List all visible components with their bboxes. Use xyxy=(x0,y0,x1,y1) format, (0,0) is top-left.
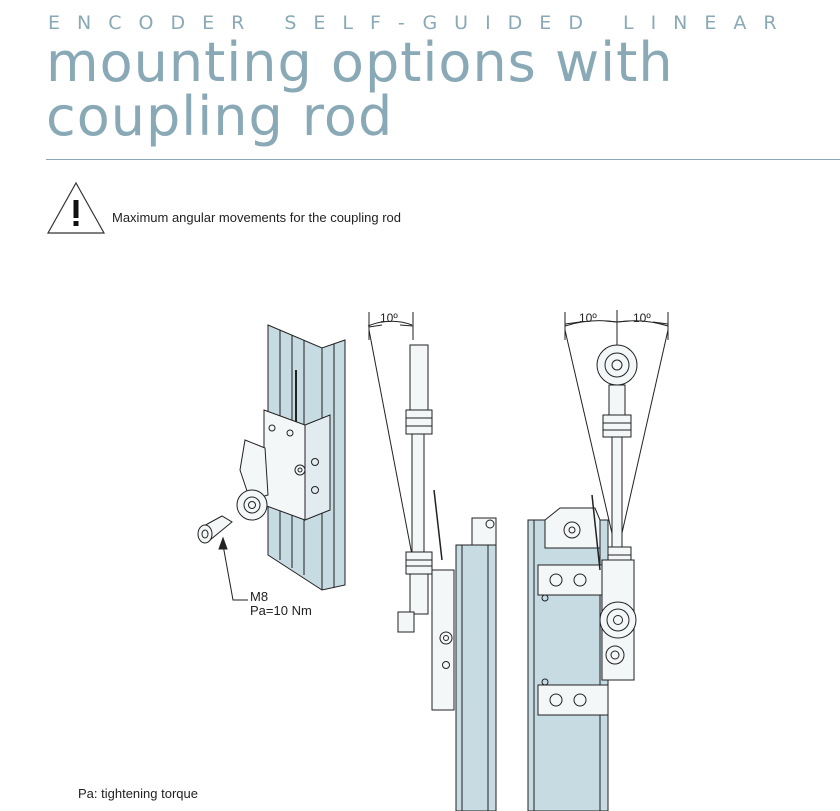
angle-label-front-left: 10º xyxy=(579,311,597,325)
title-line-1: mounting options with xyxy=(46,31,674,94)
angle-label-side: 10º xyxy=(380,311,398,325)
angle-label-front-right: 10º xyxy=(633,311,651,325)
footnote: Pa: tightening torque xyxy=(78,786,198,801)
side-view xyxy=(367,312,497,811)
front-view xyxy=(527,310,669,811)
screw-callout: M8 Pa=10 Nm xyxy=(250,590,312,618)
section-kicker: ENCODER SELF-GUIDED LINEAR xyxy=(48,12,794,34)
warning-text: Maximum angular movements for the coupli… xyxy=(112,210,402,225)
title-line-2: coupling rod xyxy=(46,85,394,148)
warning-triangle-icon xyxy=(46,181,106,234)
screw-size-label: M8 xyxy=(250,589,269,604)
page-title: mounting options with coupling rod xyxy=(46,36,674,144)
isometric-view xyxy=(197,324,346,601)
torque-label: Pa=10 Nm xyxy=(250,603,312,618)
header-divider xyxy=(46,159,840,160)
